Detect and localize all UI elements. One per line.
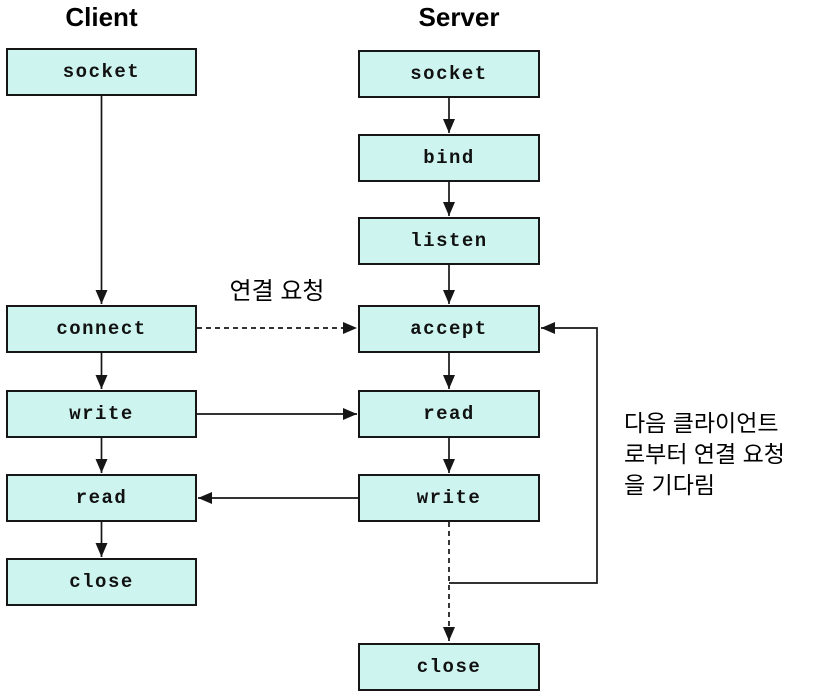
server-node-read: read	[358, 390, 540, 438]
client-column-title: Client	[65, 2, 138, 32]
server-node-accept: accept	[358, 305, 540, 353]
server-node-write: write	[358, 474, 540, 522]
client-node-read: read	[6, 474, 197, 522]
server-node-close: close	[358, 643, 540, 691]
wait-note-line-1: 다음 클라이언트	[624, 410, 779, 436]
wait-note-line-3: 을 기다림	[624, 472, 716, 498]
server-column-title: Server	[418, 2, 500, 32]
wait-next-client-note: 다음 클라이언트 로부터 연결 요청 을 기다림	[624, 408, 785, 501]
server-node-listen: listen	[358, 217, 540, 265]
loop-arrow-write-back-to-accept	[449, 322, 598, 584]
client-node-socket: socket	[6, 48, 197, 96]
client-node-write: write	[6, 390, 197, 438]
client-node-close: close	[6, 558, 197, 606]
client-node-connect: connect	[6, 305, 197, 353]
server-node-socket: socket	[358, 50, 540, 98]
wait-note-line-2: 로부터 연결 요청	[624, 441, 785, 467]
connection-request-label: 연결 요청	[229, 278, 325, 305]
server-node-bind: bind	[358, 134, 540, 182]
